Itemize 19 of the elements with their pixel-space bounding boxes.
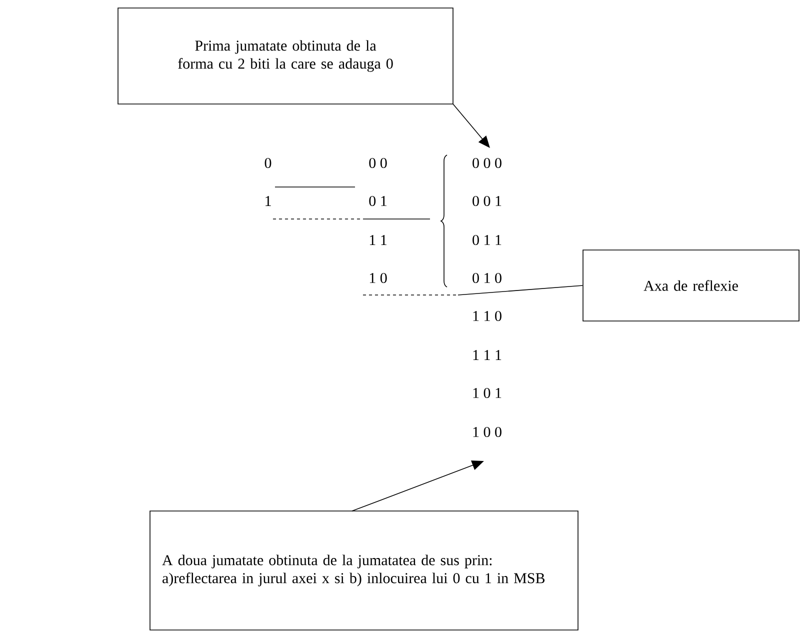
leader-line [458, 285, 583, 296]
callout-box: A doua jumatate obtinuta de la jumatatea de sus prin: a)reflectarea in jurul axei x si b) inlocuirea lui 0 cu 1 in MSB [150, 510, 578, 630]
bit-code: 1 1 1 [473, 350, 502, 360]
bit-code: 0 1 1 [472, 234, 502, 246]
bit-code: 0 1 [369, 196, 386, 206]
bit-code: 1 0 1 [473, 388, 502, 398]
callout-box: Prima jumatate obtinuta de la forma cu 2 biti la care se adauga 0 [118, 8, 454, 104]
bit-code: 1 [266, 196, 271, 206]
callout-box: Axa de reflexie [582, 250, 800, 322]
bit-code: 0 0 0 [472, 158, 502, 168]
bit-code: 1 0 [370, 272, 387, 284]
bit-code: 0 0 [369, 158, 387, 168]
bit-code: 1 1 [370, 235, 386, 245]
bit-code: 0 0 1 [472, 196, 502, 206]
bit-code: 0 1 0 [472, 272, 502, 284]
arrow [452, 104, 490, 148]
bit-code: 1 0 0 [473, 426, 502, 438]
bit-code: 1 1 0 [473, 310, 502, 322]
bit-code: 0 [264, 158, 272, 168]
